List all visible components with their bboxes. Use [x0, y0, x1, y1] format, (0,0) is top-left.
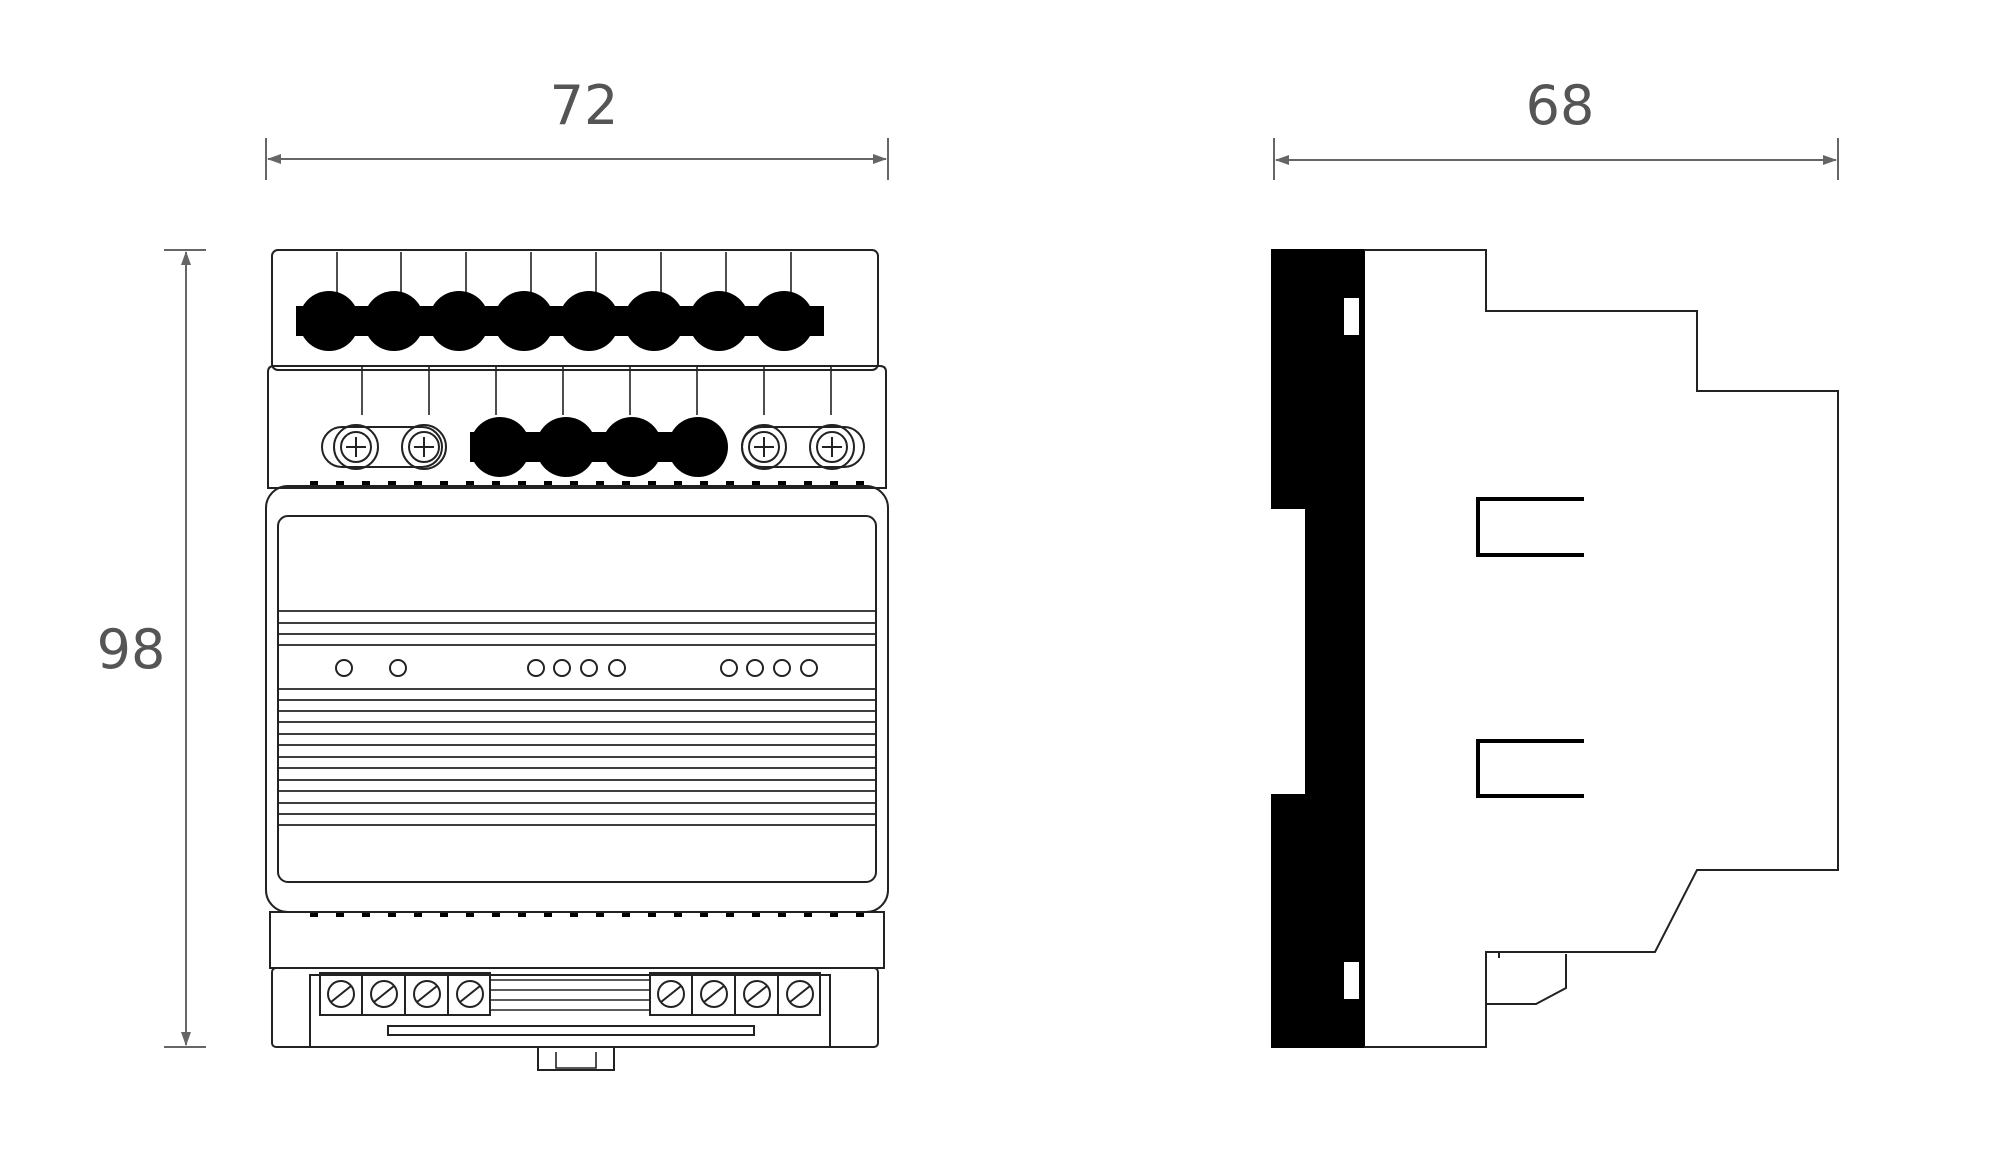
label-strip: [387, 1025, 755, 1036]
middle-terminal-slots: [361, 366, 832, 415]
front-panel-lines: [279, 610, 875, 826]
status-leds: [335, 659, 818, 677]
clip-notch-bottom: [1344, 962, 1359, 999]
din-rail-clip: [1271, 249, 1365, 1048]
side-latch-lower: [1476, 739, 1584, 798]
front-panel-inner: [277, 515, 877, 883]
middle-black-terminals: [470, 417, 728, 477]
side-view: [1271, 249, 1839, 1048]
side-latch-upper: [1476, 497, 1584, 557]
bottom-terminal-frame: [309, 974, 831, 1048]
side-connector: [1485, 952, 1567, 1005]
front-view: [265, 249, 889, 1071]
width-dimension: [265, 138, 889, 180]
front-panel-outer: [265, 485, 889, 913]
din-clip: [537, 1047, 615, 1071]
bottom-screw-terminals-right: [649, 972, 821, 1016]
clip-notch-top: [1344, 298, 1359, 335]
width-label: 72: [550, 74, 619, 137]
side-housing-outline: [1364, 249, 1839, 1048]
screw-terminals-right: [741, 424, 865, 470]
top-terminal-housing: [271, 249, 879, 371]
height-label: 98: [97, 618, 166, 681]
middle-terminal-housing: [267, 365, 887, 489]
depth-label: 68: [1526, 74, 1595, 137]
top-terminal-row: [296, 291, 824, 351]
depth-dimension: [1273, 138, 1839, 180]
height-dimension: [164, 249, 206, 1048]
lower-housing: [269, 911, 885, 969]
screw-terminals-left: [321, 424, 447, 470]
bottom-center-lines: [490, 979, 650, 1011]
bottom-screw-terminals-left: [319, 972, 491, 1016]
